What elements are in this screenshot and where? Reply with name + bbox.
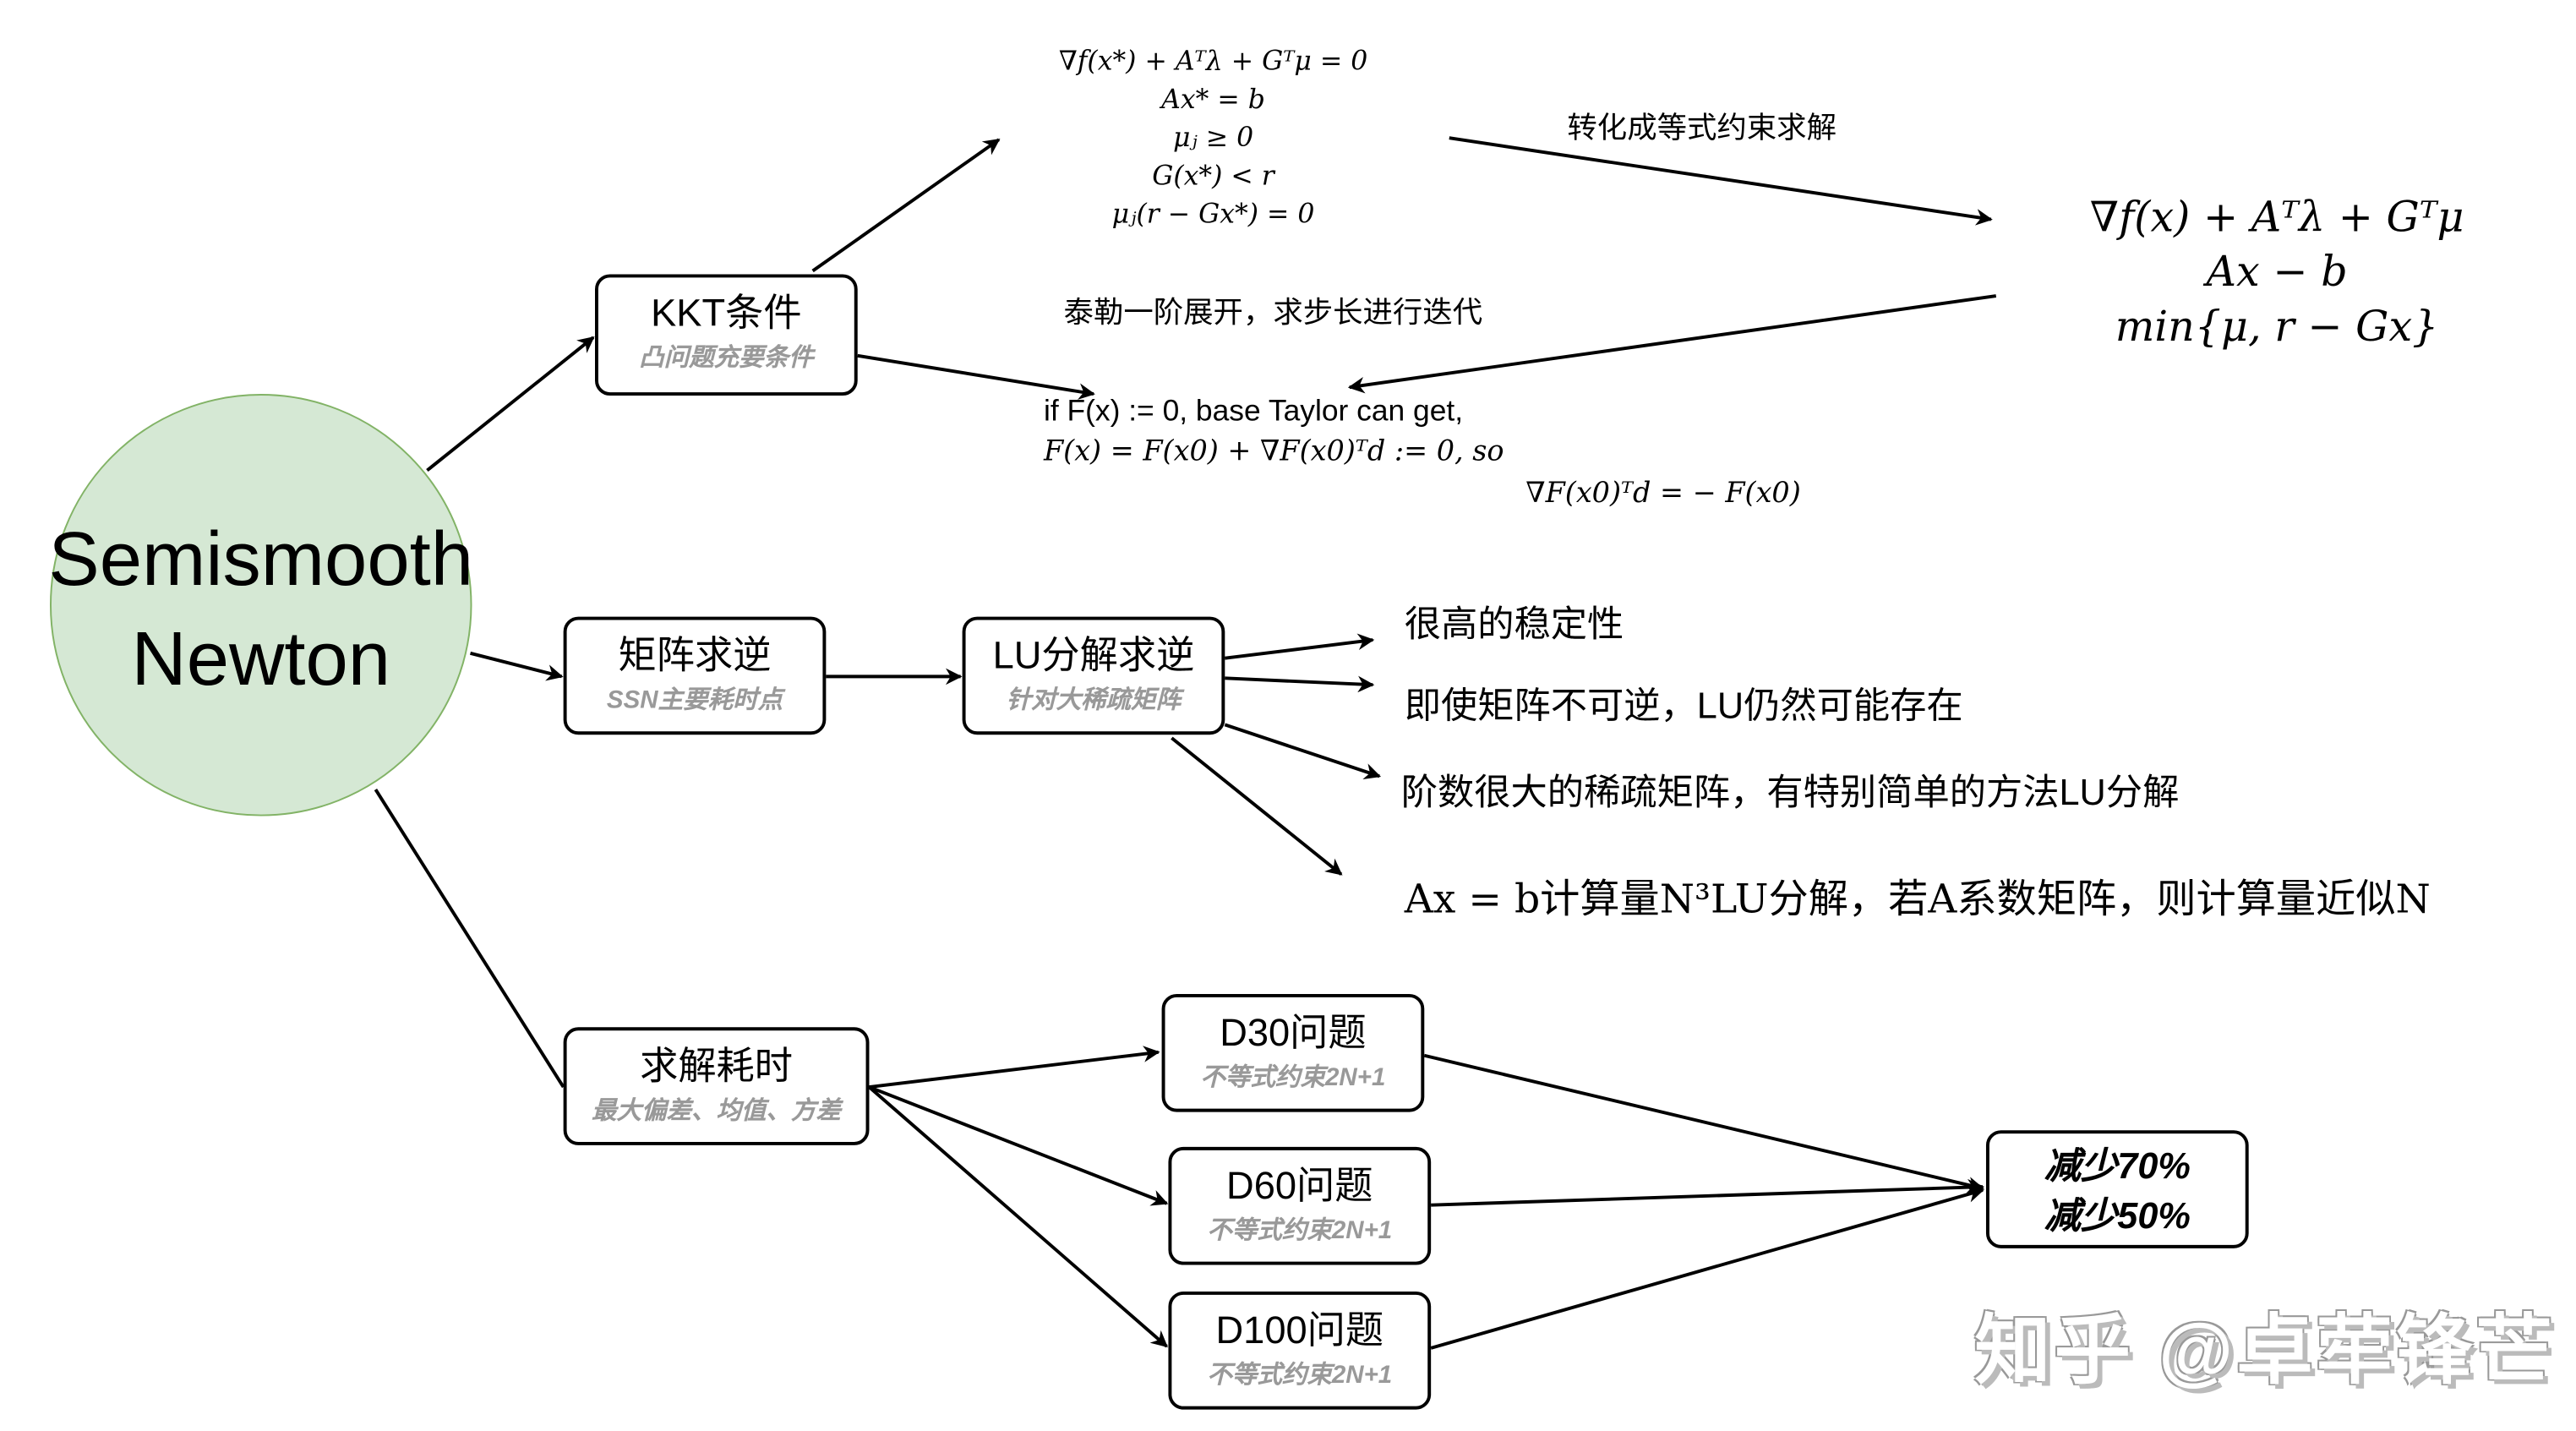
arrow-kkt-to-equations <box>811 138 1001 273</box>
node-result: 减少70% 减少50% <box>1985 1130 2249 1248</box>
lu-point-1: 很高的稳定性 <box>1404 603 1624 646</box>
kkt-equations: ∇f(x*) + Aᵀλ + Gᵀμ = 0 Ax* = b μⱼ ≥ 0 G(… <box>931 41 1496 232</box>
root-node-label: Semismooth Newton <box>0 509 521 708</box>
kkt-eq: μⱼ(r − Gx*) = 0 <box>1111 198 1315 230</box>
root-label-line2: Newton <box>131 614 391 702</box>
node-title: LU分解求逆 <box>992 633 1195 677</box>
node-lu: LU分解求逆 针对大稀疏矩阵 <box>962 616 1225 735</box>
lu-point-2: 即使矩阵不可逆，LU仍然可能存在 <box>1404 685 1963 727</box>
kkt-eq: G(x*) < r <box>1152 159 1274 192</box>
watermark: 知乎 @卓荦锋芒 <box>1974 1306 2556 1393</box>
arrow-d100-to-result <box>1430 1186 1984 1350</box>
node-subtitle: SSN主要耗时点 <box>606 686 783 715</box>
kkt-eq: μⱼ ≥ 0 <box>1172 121 1254 153</box>
equality-eq: min{μ, r − Gx} <box>2115 302 2439 351</box>
node-matrix-inverse: 矩阵求逆 SSN主要耗时点 <box>563 616 827 735</box>
kkt-eq: ∇f(x*) + Aᵀλ + Gᵀμ = 0 <box>1058 45 1368 77</box>
arrow-lu-to-point-1 <box>1225 633 1375 660</box>
arrow-kkt-to-taylor <box>857 353 1095 400</box>
equality-eq: Ax − b <box>2206 248 2348 297</box>
node-title: 求解耗时 <box>640 1043 794 1088</box>
taylor-line1: if F(x) := 0, base Taylor can get, <box>1043 394 1464 428</box>
node-title: 矩阵求逆 <box>618 633 772 677</box>
arrow-solve-to-d30 <box>869 1046 1160 1090</box>
arrow-d60-to-result <box>1431 1178 1984 1207</box>
arrow-root-to-matrix <box>470 651 564 681</box>
label-equality-conversion: 转化成等式约束求解 <box>1567 111 1836 145</box>
arrow-solve-to-d100 <box>868 1085 1168 1348</box>
lu-point-3: 阶数很大的稀疏矩阵，有特别简单的方法LU分解 <box>1400 771 2180 813</box>
result-line1: 减少70% <box>2044 1144 2191 1188</box>
line-root-to-solve-time <box>374 789 565 1089</box>
node-kkt: KKT条件 凸问题充要条件 <box>595 274 858 396</box>
arrow-root-to-kkt <box>426 336 595 472</box>
node-subtitle: 不等式约束2N+1 <box>1200 1063 1386 1092</box>
arrow-lu-to-point-2 <box>1225 675 1375 693</box>
node-title: D60问题 <box>1226 1163 1373 1207</box>
node-solve-time: 求解耗时 最大偏差、均值、方差 <box>563 1027 870 1145</box>
node-subtitle: 最大偏差、均值、方差 <box>592 1096 842 1126</box>
node-d60: D60问题 不等式约束2N+1 <box>1168 1146 1432 1265</box>
root-label-line1: Semismooth <box>48 515 474 602</box>
arrow-lu-to-point-4 <box>1171 736 1343 876</box>
root-node-circle <box>49 394 472 817</box>
node-d30: D30问题 不等式约束2N+1 <box>1161 993 1425 1112</box>
lu-point-4: Ax = b计算量N³LU分解，若A系数矩阵，则计算量近似N <box>1404 876 2431 923</box>
arrow-solve-to-d60 <box>868 1085 1169 1206</box>
node-d100: D100问题 不等式约束2N+1 <box>1168 1291 1432 1410</box>
equality-system: ∇f(x) + Aᵀλ + Gᵀμ Ax − b min{μ, r − Gx} <box>1978 189 2576 354</box>
taylor-line2: F(x) = F(x0) + ∇F(x0)ᵀd := 0, so <box>1043 435 1504 469</box>
node-subtitle: 针对大稀疏矩阵 <box>1006 686 1182 715</box>
arrow-equations-to-equality <box>1449 136 1993 226</box>
node-title: KKT条件 <box>651 291 802 335</box>
equality-eq: ∇f(x) + Aᵀλ + Gᵀμ <box>2089 193 2464 242</box>
node-title: D30问题 <box>1220 1010 1367 1054</box>
taylor-line3: ∇F(x0)ᵀd = − F(x0) <box>1525 477 1801 511</box>
arrow-equality-to-taylor <box>1347 294 1997 394</box>
arrow-d30-to-result <box>1423 1053 1984 1193</box>
node-subtitle: 凸问题充要条件 <box>639 344 814 373</box>
result-line2: 减少50% <box>2044 1194 2191 1237</box>
node-subtitle: 不等式约束2N+1 <box>1207 1361 1393 1390</box>
arrow-lu-to-point-3 <box>1224 723 1382 780</box>
label-taylor: 泰勒一阶展开，求步长进行迭代 <box>1063 296 1483 330</box>
kkt-eq: Ax* = b <box>1161 83 1265 115</box>
node-subtitle: 不等式约束2N+1 <box>1207 1216 1393 1245</box>
node-title: D100问题 <box>1215 1308 1384 1352</box>
